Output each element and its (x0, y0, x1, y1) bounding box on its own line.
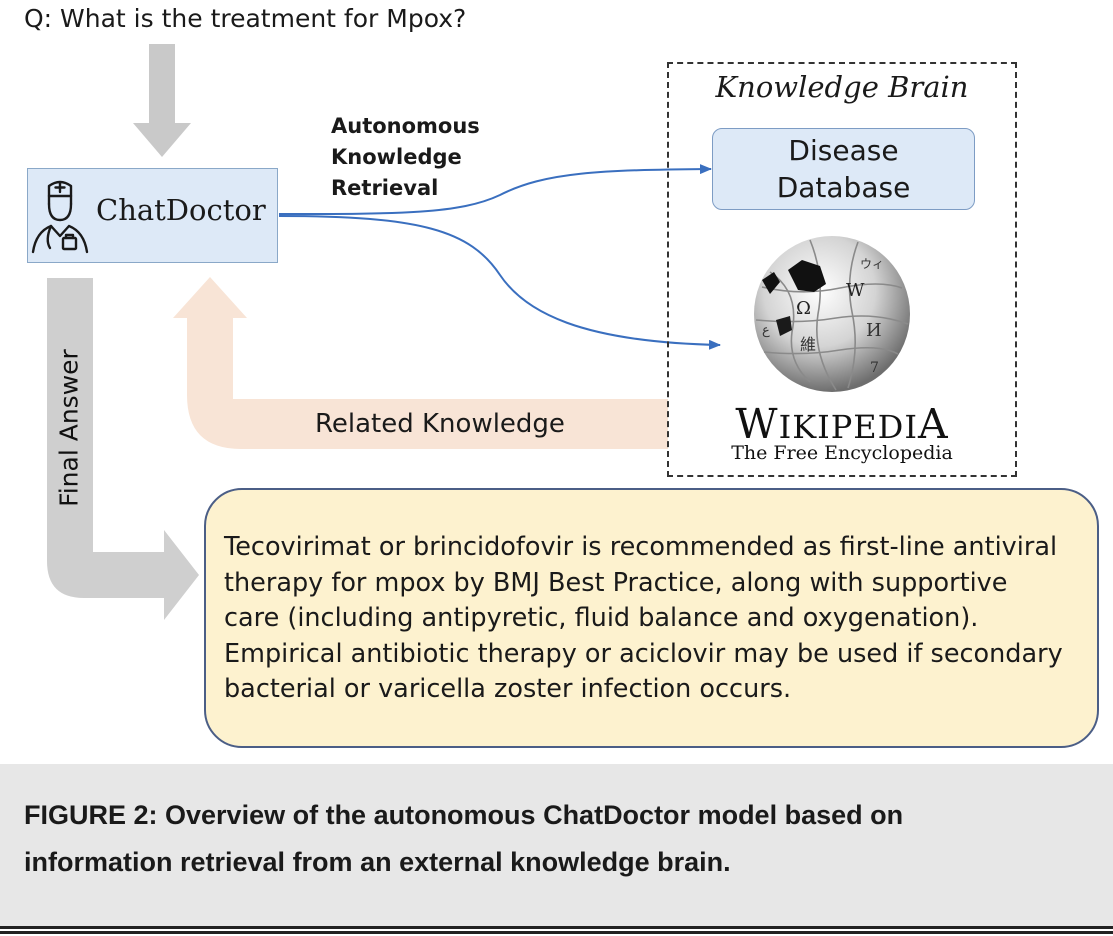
answer-line: Empirical antibiotic therapy or aciclovi… (224, 638, 1063, 669)
doctor-icon (31, 180, 89, 254)
related-knowledge-label: Related Knowledge (315, 409, 565, 439)
chatdoctor-label: ChatDoctor (96, 193, 266, 227)
caption-line: information retrieval from an external k… (24, 847, 731, 877)
disease-database-line: Database (776, 171, 911, 204)
svg-text:ع: ع (762, 323, 770, 338)
caption-panel (0, 764, 1113, 926)
related-knowledge-arrow (173, 277, 668, 449)
wikipedia-tagline: The Free Encyclopedia (731, 442, 953, 464)
answer-line: bacterial or varicella zoster infection … (224, 674, 792, 704)
retrieval-label-line: Autonomous (331, 114, 480, 138)
final-answer-arrow (47, 278, 199, 620)
connector-to-disease-db (278, 164, 712, 215)
svg-text:維: 維 (800, 335, 816, 354)
final-answer-label: Final Answer (54, 349, 84, 507)
answer-text: Tecovirimat or brincidofovir is recommen… (224, 530, 1084, 708)
figure-caption: FIGURE 2: Overview of the autonomous Cha… (24, 792, 1084, 886)
svg-text:W: W (846, 280, 865, 301)
question-text: Q: What is the treatment for Mpox? (24, 4, 467, 33)
retrieval-label-line: Knowledge (331, 145, 462, 169)
retrieval-label: Autonomous Knowledge Retrieval (331, 111, 480, 204)
disease-database-label: Disease Database (712, 132, 975, 206)
disease-database-node (712, 128, 975, 210)
svg-text:7: 7 (870, 360, 879, 376)
connector-to-wikipedia (278, 215, 721, 350)
query-down-arrow (133, 44, 191, 157)
wikipedia-globe-icon: W Ω И 維 7 ع ウィ (742, 236, 910, 392)
answer-box (204, 488, 1099, 748)
bottom-rule (0, 926, 1113, 929)
answer-line: Tecovirimat or brincidofovir is recommen… (224, 532, 1058, 562)
svg-text:ウィ: ウィ (860, 257, 884, 271)
caption-line: FIGURE 2: Overview of the autonomous Cha… (24, 800, 904, 830)
wikipedia-wordmark: WIKIPEDIA (735, 400, 949, 448)
retrieval-label-line: Retrieval (331, 176, 439, 200)
disease-database-line: Disease (788, 134, 899, 167)
knowledge-brain-container (667, 62, 1017, 477)
svg-text:Ω: Ω (796, 298, 811, 319)
knowledge-brain-title: Knowledge Brain (715, 70, 969, 104)
svg-text:И: И (866, 320, 882, 341)
bottom-rule (0, 931, 1113, 934)
answer-line: therapy for mpox by BMJ Best Practice, a… (224, 567, 1008, 598)
answer-line: care (including antipyretic, fluid balan… (224, 603, 979, 633)
